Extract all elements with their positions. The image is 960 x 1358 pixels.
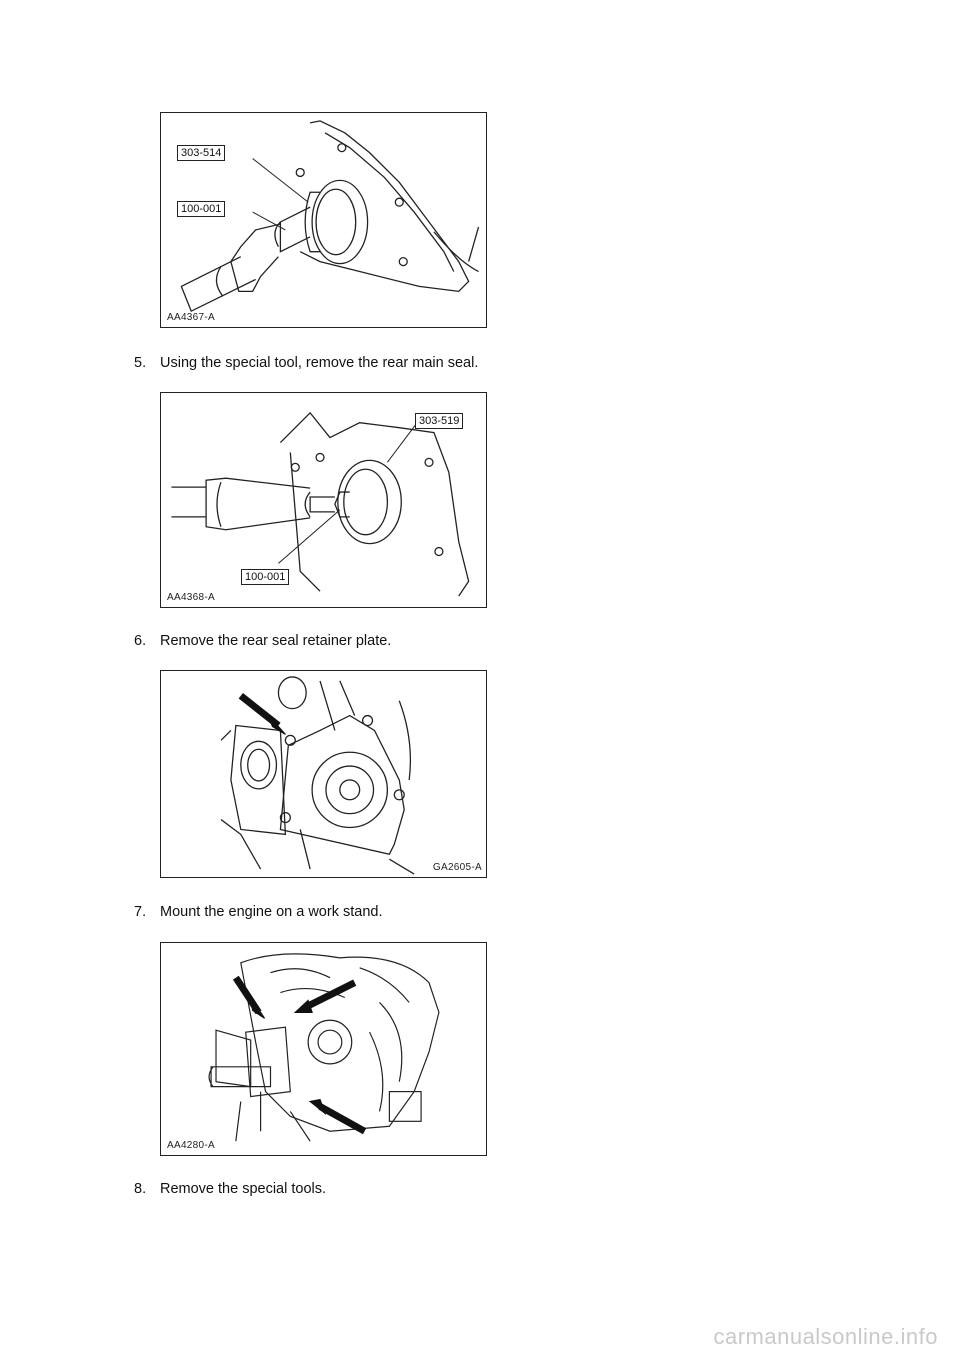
- step-7: 7. Mount the engine on a work stand.: [134, 904, 382, 920]
- step-text: Remove the rear seal retainer plate.: [160, 633, 392, 649]
- figure-code: AA4368-A: [167, 592, 215, 603]
- step-text: Remove the special tools.: [160, 1181, 327, 1197]
- work-stand-illustration: [208, 953, 440, 1142]
- figure-code: GA2605-A: [432, 862, 482, 873]
- retainer-plate-illustration: [220, 676, 415, 875]
- tool-label-303-519: 303-519: [415, 413, 464, 429]
- step-number: 8.: [134, 1181, 147, 1197]
- step-number: 5.: [134, 355, 147, 371]
- step-text: Mount the engine on a work stand.: [160, 904, 383, 920]
- tool-label-100-001: 100-001: [177, 201, 226, 217]
- tool-label-100-001: 100-001: [241, 569, 290, 585]
- figure-1: 303-514 100-001 AA4367-A: [160, 112, 487, 328]
- step-5: 5. Using the special tool, remove the rea…: [134, 355, 478, 371]
- figure-code: AA4367-A: [167, 312, 215, 323]
- seal-remover-illustration: [180, 120, 480, 313]
- watermark: carmanualsonline.info: [713, 1324, 938, 1349]
- figure-2: 303-519 100-001 AA4368-A: [160, 392, 487, 608]
- step-number: 6.: [134, 633, 147, 649]
- step-number: 7.: [134, 904, 147, 920]
- seal-remover-illustration: [171, 411, 470, 597]
- figure-4: AA4280-A: [160, 942, 487, 1156]
- step-6: 6. Remove the rear seal retainer plate.: [134, 633, 391, 649]
- figure-3: GA2605-A: [160, 670, 487, 878]
- tool-label-303-514: 303-514: [177, 145, 226, 161]
- figure-code: AA4280-A: [167, 1140, 215, 1151]
- step-text: Using the special tool, remove the rear …: [160, 355, 479, 371]
- step-8: 8. Remove the special tools.: [134, 1181, 326, 1197]
